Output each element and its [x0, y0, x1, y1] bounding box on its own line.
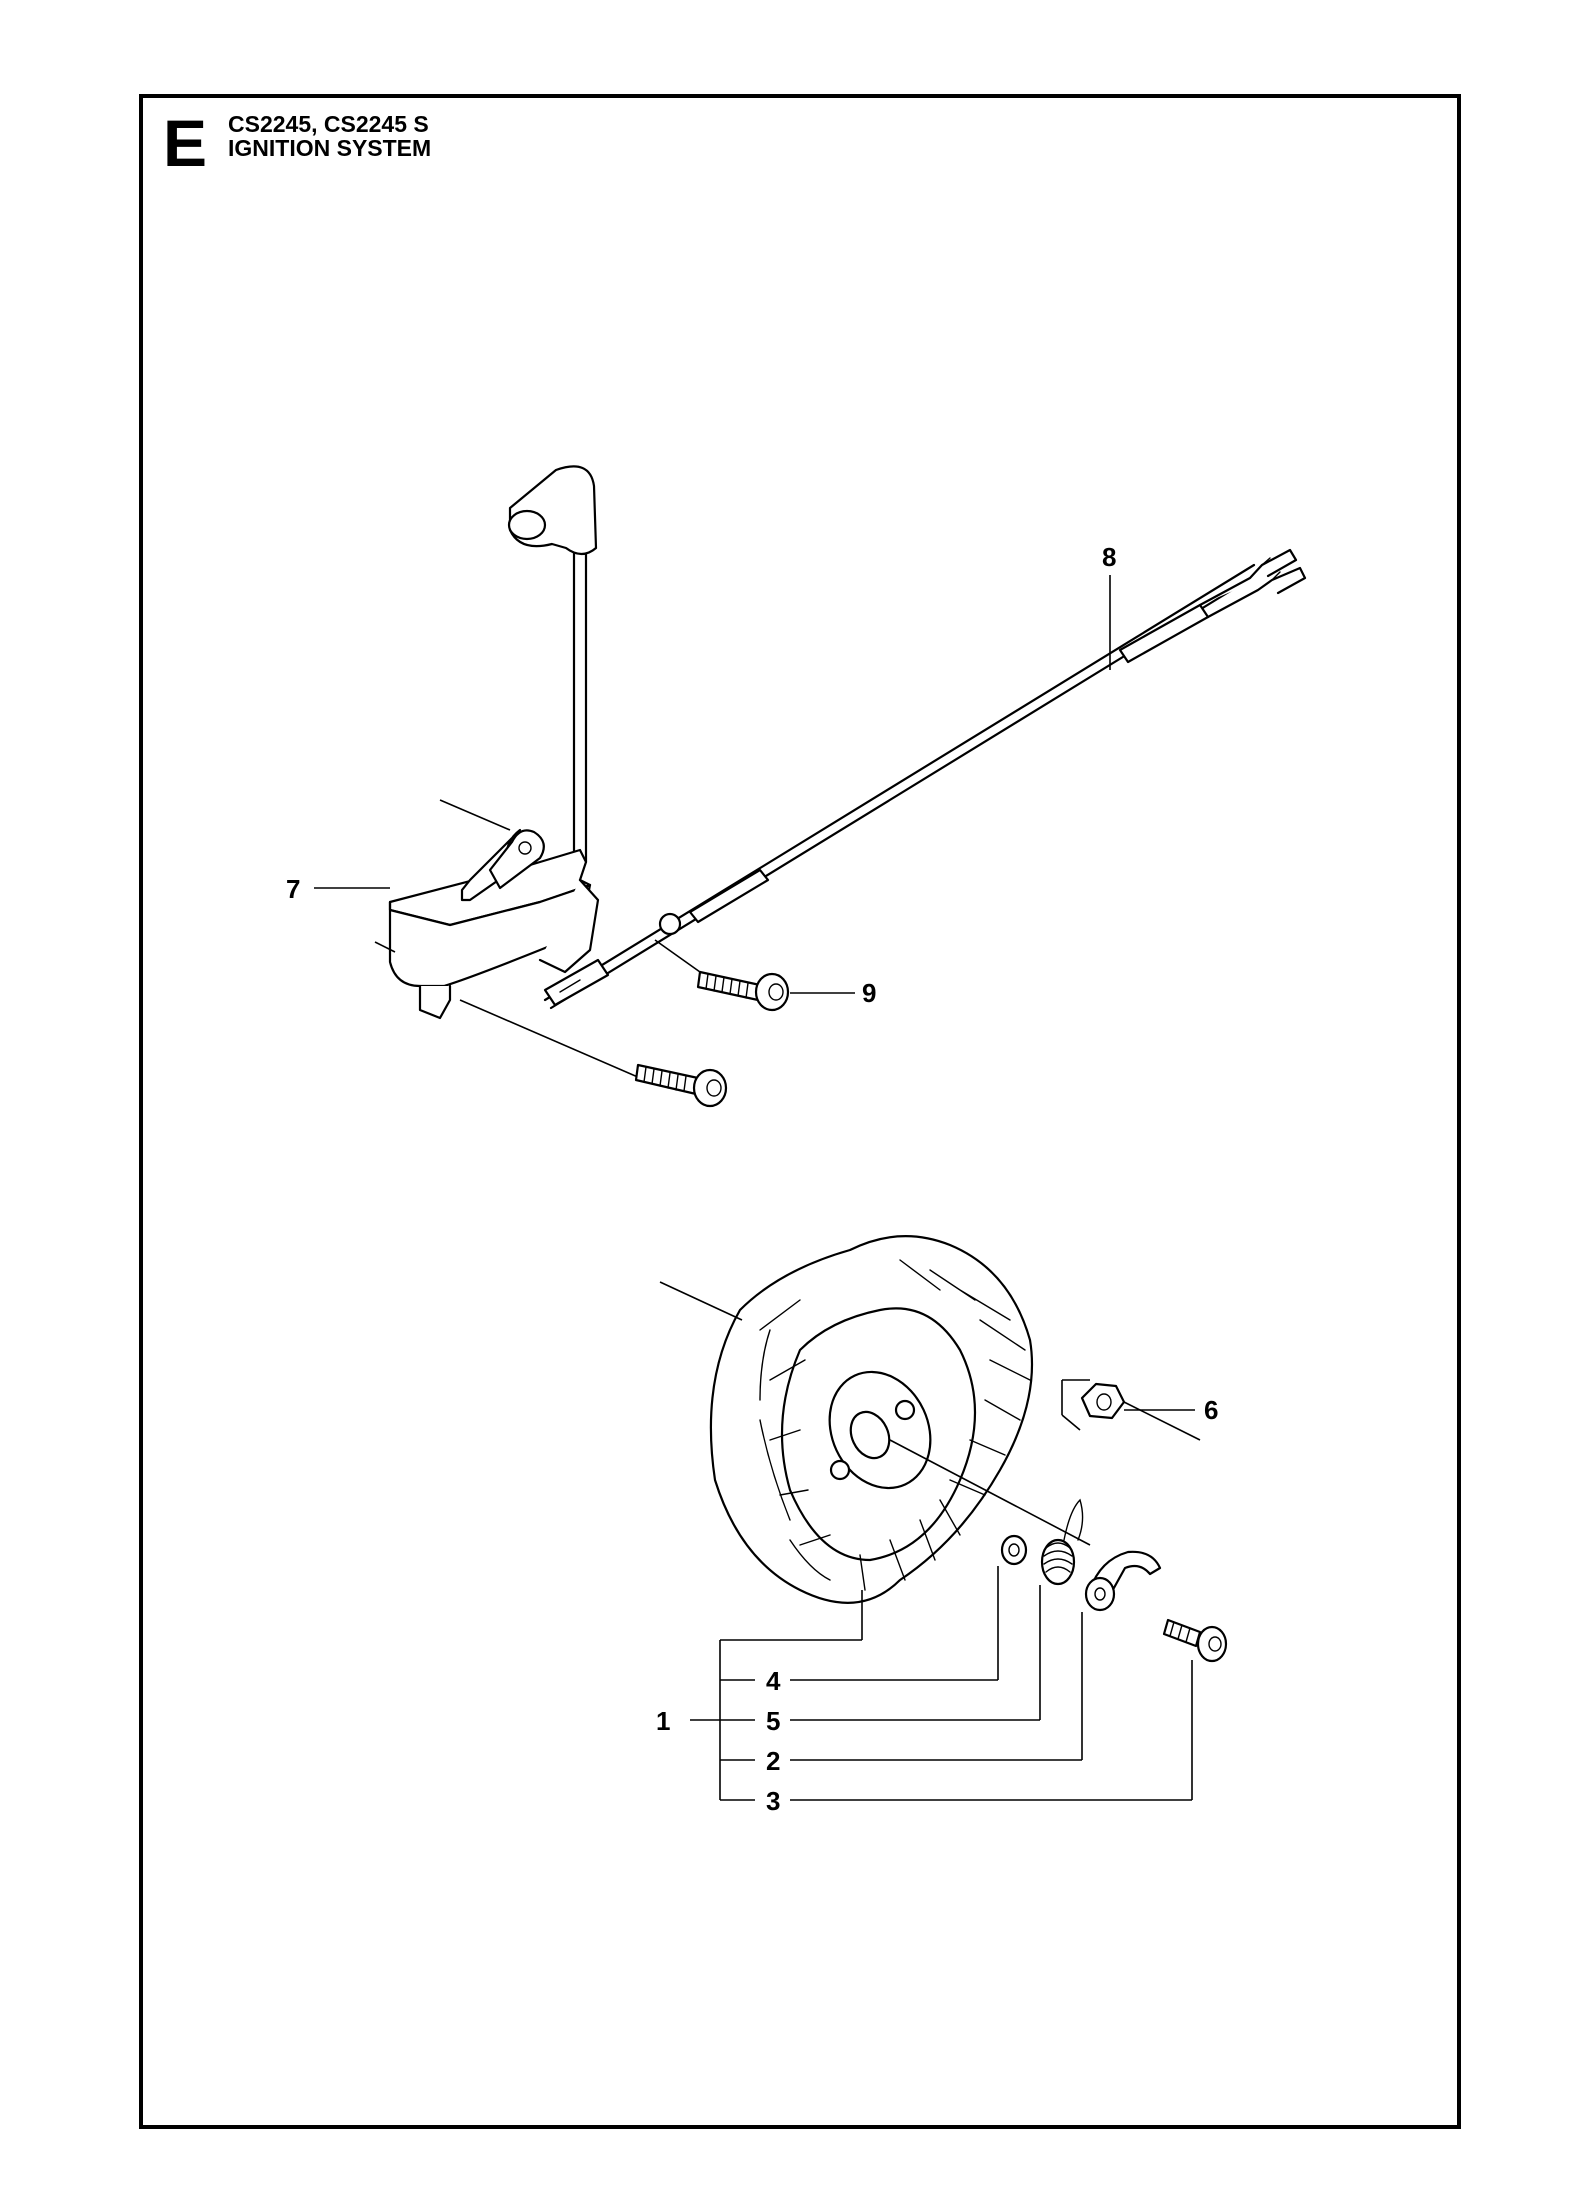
callout-4: 4: [766, 1666, 781, 1696]
callout-1: 1: [656, 1706, 670, 1736]
pawl: [1084, 1550, 1162, 1612]
ignition-cable: [543, 548, 1307, 1010]
washer: [1000, 1534, 1028, 1566]
callout-9: 9: [862, 978, 876, 1008]
callout-7: 7: [286, 874, 300, 904]
section-letter: E: [163, 106, 208, 180]
screw: [696, 970, 790, 1012]
callout-2: 2: [766, 1746, 780, 1776]
callout-8: 8: [1102, 542, 1116, 572]
ignition-module: [388, 465, 600, 1020]
page-frame: [139, 94, 1461, 2129]
model-label: CS2245, CS2245 S: [228, 111, 429, 137]
spring: [1040, 1498, 1084, 1586]
system-label: IGNITION SYSTEM: [228, 135, 432, 161]
page-title: CS2245, CS2245 S IGNITION SYSTEM: [228, 112, 431, 160]
screw: [1162, 1618, 1228, 1663]
flywheel: [709, 1235, 1034, 1604]
callout-3: 3: [766, 1786, 780, 1816]
callout-5: 5: [766, 1706, 780, 1736]
nut: [1080, 1382, 1126, 1420]
screw: [634, 1063, 728, 1108]
callout-6: 6: [1204, 1395, 1218, 1425]
